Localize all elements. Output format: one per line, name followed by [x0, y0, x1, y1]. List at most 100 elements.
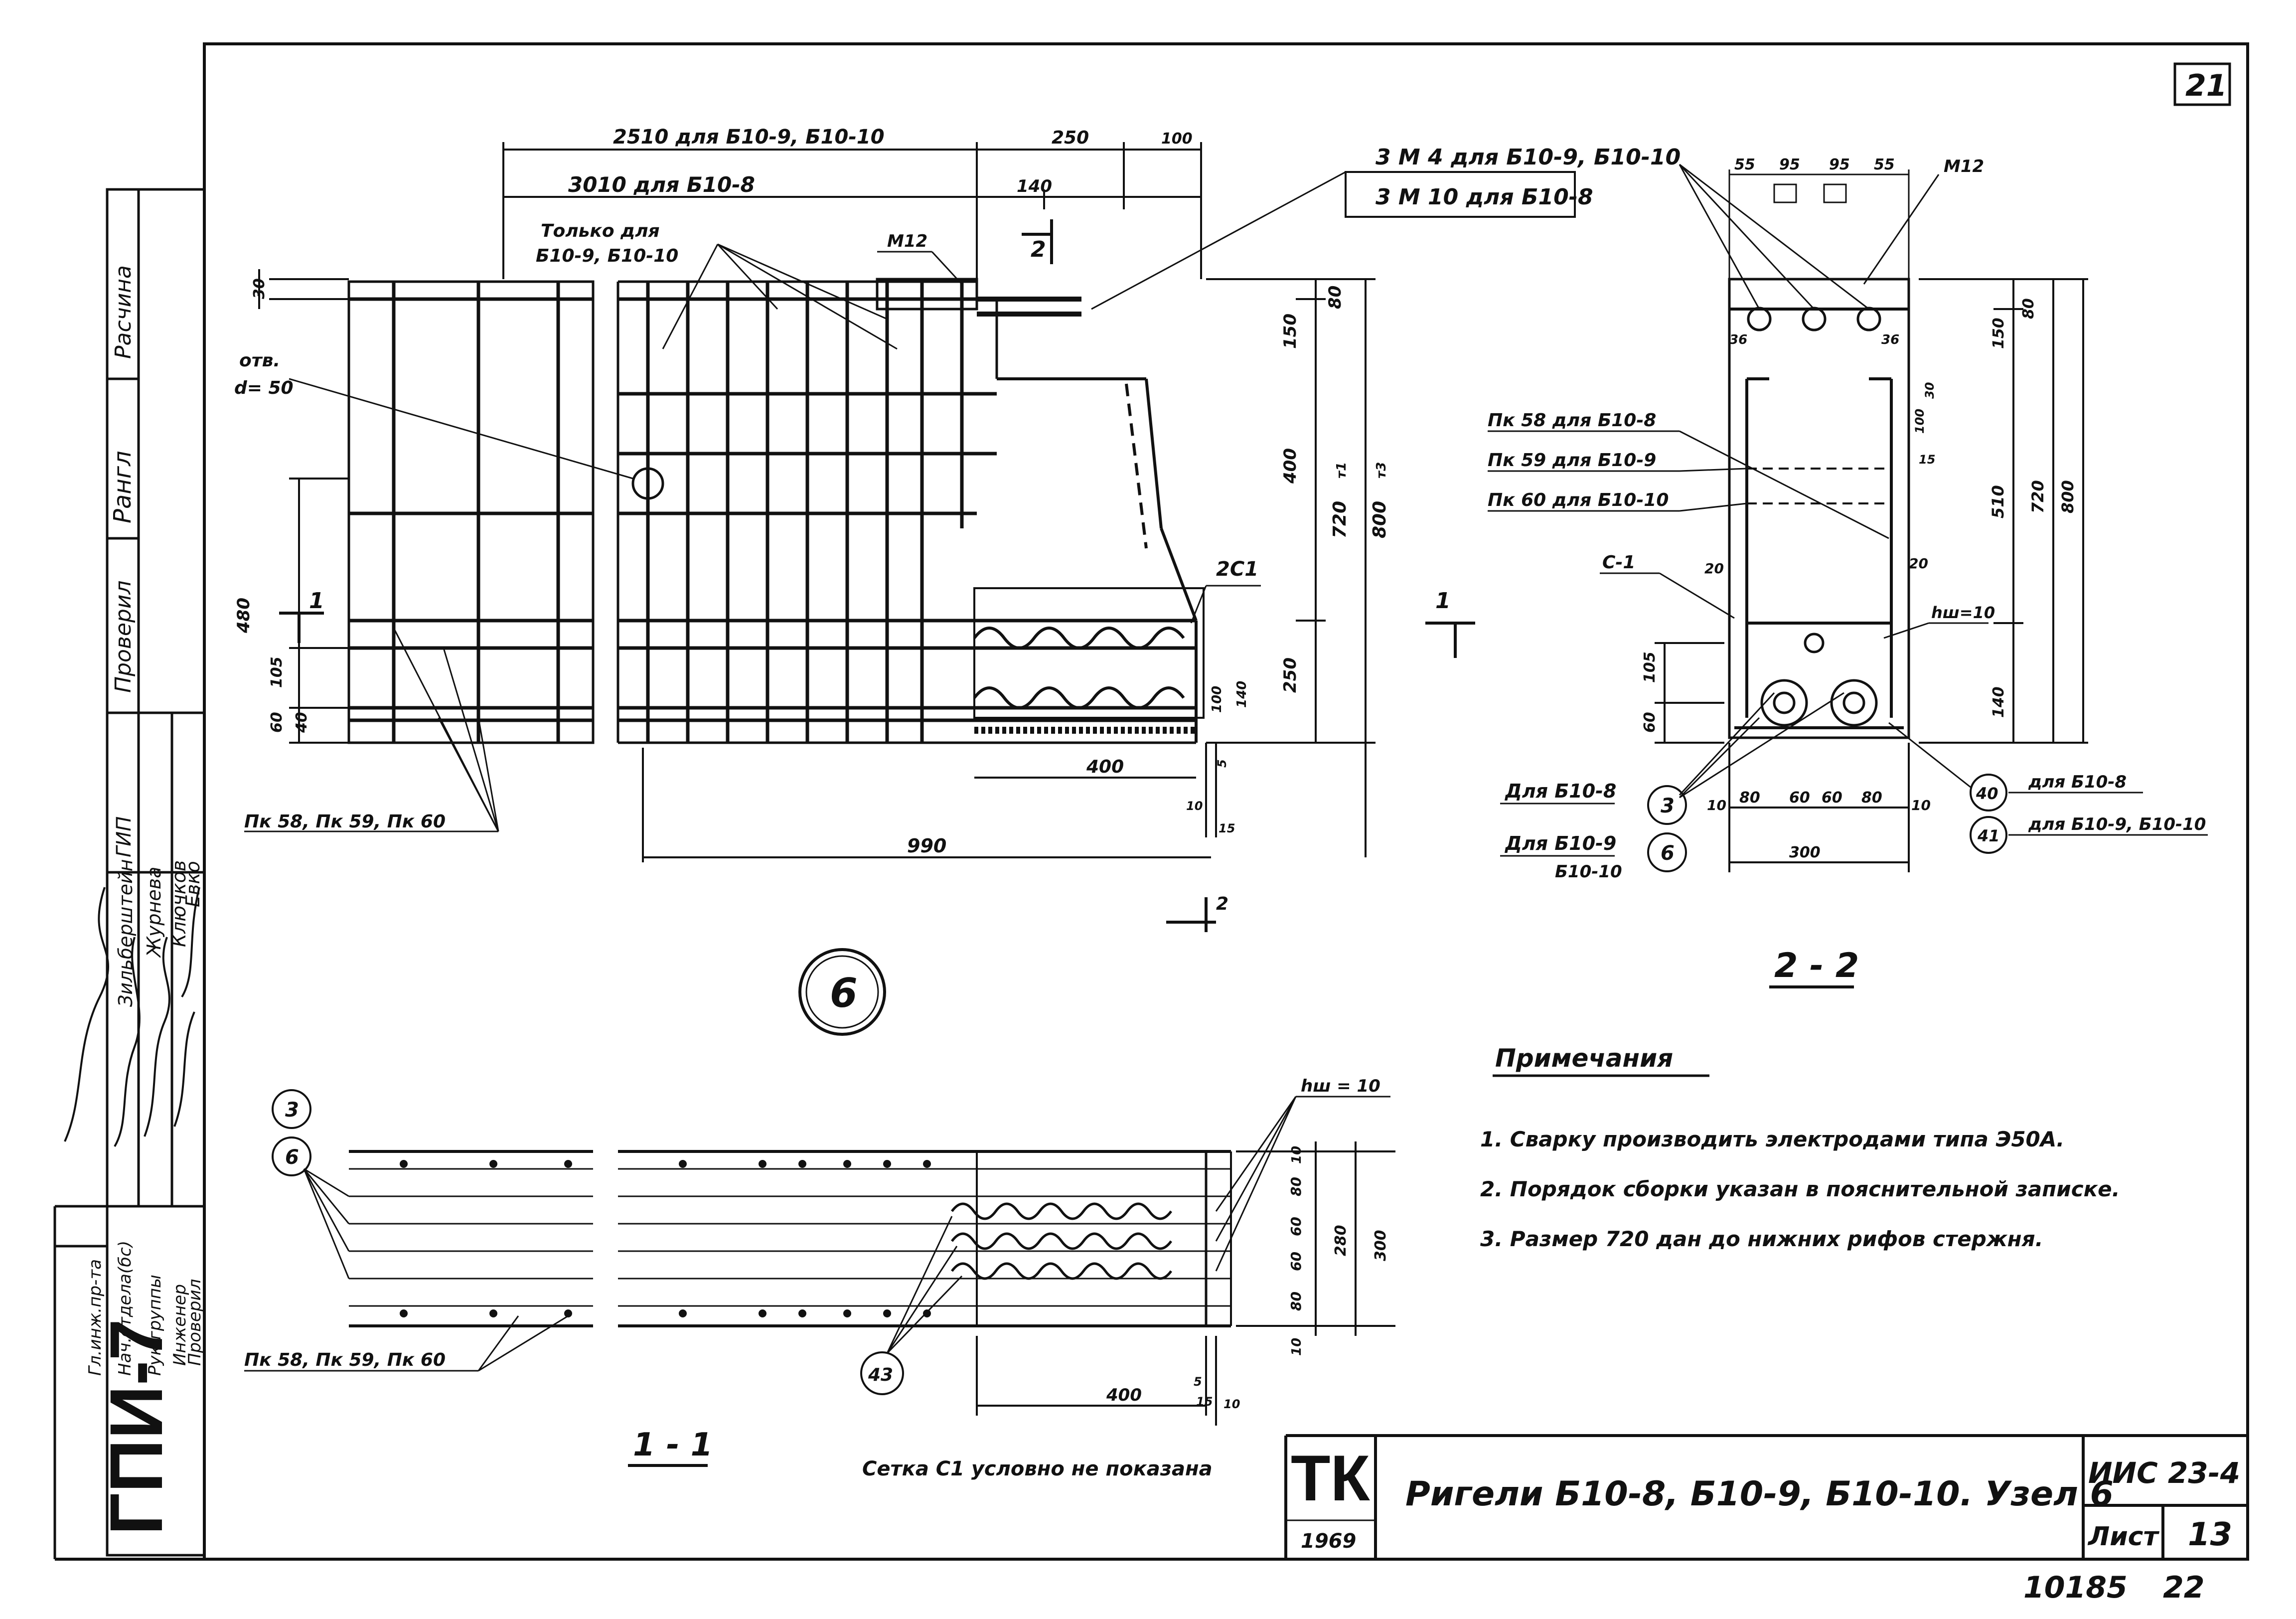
- dim-20-left-2-2: 20: [1704, 560, 1724, 577]
- main-elevation-view: 2510 для Б10-9, Б10-10 3010 для Б10-8 25…: [234, 126, 1475, 1036]
- dim-80-right: 80: [1325, 286, 1345, 309]
- dim-105-left: 105: [268, 656, 286, 688]
- dim-400-bottom: 400: [1086, 757, 1124, 777]
- stamp-signature-rangl: Рангл: [109, 451, 137, 523]
- sheet-label: Лист: [2087, 1522, 2159, 1552]
- dim-40-left: 40: [293, 712, 310, 733]
- dim-55-b: 55: [1874, 156, 1895, 173]
- circle-40: 40: [1976, 784, 1998, 803]
- stamp-role-proveril: Проверил: [185, 1279, 205, 1366]
- dim-95-a: 95: [1779, 156, 1800, 173]
- dim-10-1-1-a: 10: [1289, 1146, 1304, 1164]
- stamp-role-inzhener: Инженер: [170, 1284, 190, 1366]
- dim-80-1-1-b: 80: [1288, 1292, 1304, 1311]
- dim-55-a: 55: [1734, 156, 1755, 173]
- circle-41: 41: [1977, 826, 2000, 845]
- dim-15-1-1: 15: [1196, 1395, 1213, 1409]
- circle-3-1-1: 3: [285, 1099, 299, 1122]
- dim-800-2-2: 800: [2058, 480, 2077, 513]
- dim-140-small: 140: [1234, 681, 1249, 708]
- dim-80-b: 80: [1861, 789, 1882, 807]
- dim-80-2-2: 80: [2020, 298, 2037, 319]
- dim-80-1-1-a: 80: [1288, 1177, 1304, 1196]
- stamp-organization: ГПИ-7: [94, 1319, 178, 1535]
- dim-720-right: 720: [1330, 501, 1350, 538]
- dim-10-1-1-b: 10: [1289, 1338, 1304, 1356]
- dim-36-left: 36: [1729, 332, 1747, 347]
- dim-30-left: 30: [251, 278, 268, 299]
- page-number: 21: [2185, 68, 2227, 103]
- circle-43: 43: [868, 1365, 893, 1385]
- dim-140-2-2: 140: [1990, 686, 2007, 718]
- stamp-label-gip: ГИП: [113, 816, 136, 857]
- label-for-b10-8-right: для Б10-8: [2028, 772, 2127, 792]
- dim-10-small: 10: [1186, 799, 1203, 813]
- stamp-name-zilberstein: Зильберштейн: [115, 859, 137, 1007]
- label-for-b10-8: Для Б10-8: [1505, 780, 1616, 802]
- label-hole-diameter: d= 50: [234, 378, 294, 398]
- dim-510-2-2: 510: [1989, 485, 2007, 518]
- stamp-name-zhurneva: Журнева: [143, 867, 165, 958]
- callout-3m10: 3 М 10 для Б10-8: [1376, 184, 1593, 210]
- stamp-role-nach-otdela: Нач.отдела(бс): [115, 1241, 135, 1376]
- hole-d50: [631, 467, 664, 500]
- notes-block: Примечания 1. Сварку производить электро…: [1480, 1044, 2120, 1251]
- stamp-label-raschina: Расчина: [111, 265, 136, 359]
- section-1-1-title: 1 - 1: [633, 1427, 713, 1463]
- label-only-for-types: Б10-9, Б10-10: [536, 246, 678, 266]
- dim-80-a: 80: [1739, 789, 1760, 807]
- node-circle: [798, 948, 886, 1036]
- label-hw-2-2: hш=10: [1931, 603, 1995, 622]
- note-3: 3. Размер 720 дан до нижних рифов стержн…: [1480, 1227, 2043, 1251]
- note-2: 2. Порядок сборки указан в пояснительной…: [1480, 1177, 2120, 1201]
- section-2-2-title: 2 - 2: [1774, 946, 1859, 985]
- callout-3m4: 3 М 4 для Б10-9, Б10-10: [1376, 145, 1681, 170]
- dim-250-right: 250: [1280, 657, 1300, 693]
- circle-3-2-2: 3: [1661, 795, 1675, 817]
- tolerance-t1-main: т1: [1334, 462, 1349, 479]
- dim-60-2-2: 60: [1641, 712, 1659, 733]
- sheet-number: 13: [2188, 1516, 2232, 1553]
- dim-300-2-2: 300: [1789, 844, 1821, 861]
- bottom-number: 10185: [2023, 1570, 2128, 1605]
- label-only-for: Только для: [541, 221, 660, 241]
- section-mark-2-bottom: 2: [1216, 894, 1228, 914]
- dim-250: 250: [1052, 128, 1089, 148]
- section-mark-1-right: 1: [1435, 588, 1451, 614]
- dim-10-a: 10: [1707, 797, 1726, 813]
- label-hw-1-1: hш = 10: [1301, 1076, 1380, 1096]
- dim-5-1-1: 5: [1194, 1375, 1202, 1389]
- label-pk60: Пк 60 для Б10-10: [1488, 490, 1669, 510]
- stamp-name-evko: Евко: [182, 861, 204, 907]
- dim-top-3010: 3010 для Б10-8: [568, 172, 755, 197]
- stamp-name-klyuchkov: Ключков: [168, 860, 190, 947]
- stamp-label-proveril: Проверил: [111, 580, 136, 693]
- dim-30-2-2: 30: [1923, 382, 1937, 399]
- stamp-role-ruk-gruppy: Рук.группы: [145, 1275, 165, 1376]
- dim-150-right: 150: [1280, 314, 1300, 349]
- dim-10-b: 10: [1911, 797, 1931, 813]
- stamp-role-gl-inzh: Гл.инж.пр-та: [85, 1259, 105, 1376]
- dim-10-1-1-c: 10: [1224, 1397, 1240, 1411]
- label-m12-main: М12: [887, 231, 927, 251]
- section-mark-2-top: 2: [1031, 237, 1046, 262]
- label-hole: отв.: [239, 350, 280, 371]
- label-for-b10-10: Б10-10: [1555, 862, 1622, 882]
- title-logo: ТК: [1291, 1442, 1370, 1514]
- side-stamp: Расчина Рангл Проверил ГИП Зильберштейн …: [53, 188, 206, 1559]
- label-rebar-main: Пк 58, Пк 59, Пк 60: [244, 811, 446, 832]
- dim-95-b: 95: [1829, 156, 1850, 173]
- dim-400-1-1: 400: [1106, 1385, 1142, 1405]
- circle-6-1-1: 6: [285, 1146, 299, 1169]
- label-pk58: Пк 58 для Б10-8: [1488, 410, 1656, 431]
- title-year: 1969: [1301, 1530, 1356, 1553]
- dim-60-b: 60: [1822, 789, 1842, 807]
- note-1: 1. Сварку производить электродами типа Э…: [1480, 1127, 2064, 1151]
- dim-280-1-1: 280: [1332, 1225, 1350, 1256]
- label-for-b10-9-right: для Б10-9, Б10-10: [2028, 814, 2206, 834]
- dim-60-1-1-a: 60: [1288, 1217, 1304, 1236]
- dim-60-left: 60: [268, 712, 286, 733]
- title-text: Ригели Б10-8, Б10-9, Б10-10. Узел 6: [1405, 1474, 2114, 1514]
- rebar-dots: [400, 1160, 931, 1317]
